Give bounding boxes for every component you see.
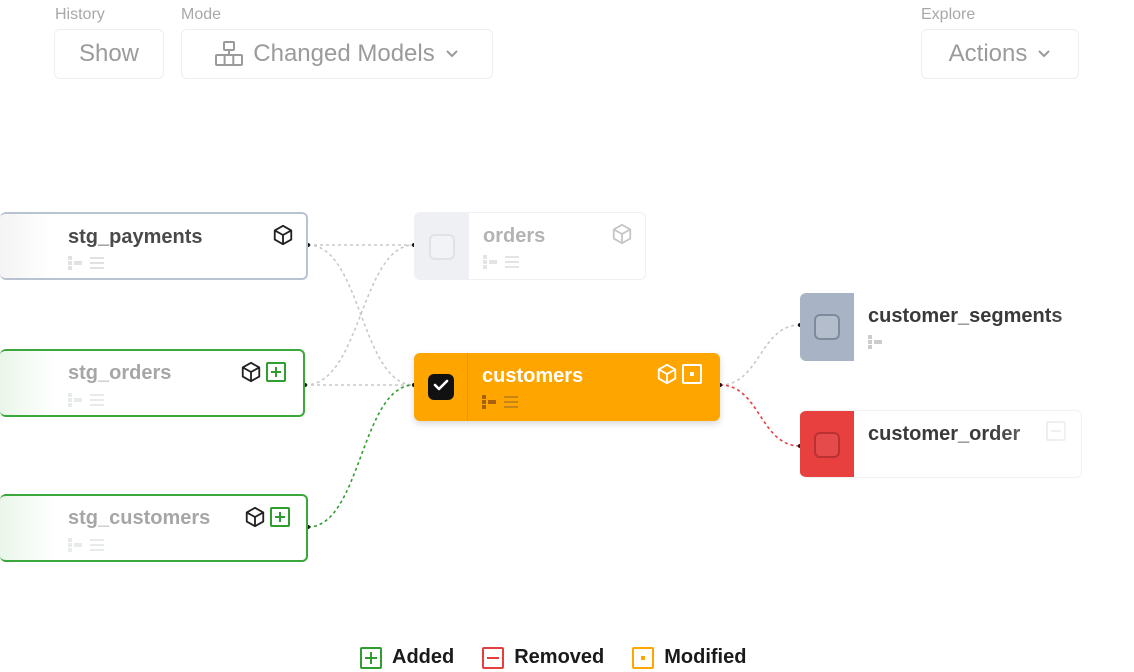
lineage-icon[interactable]: [68, 393, 82, 412]
edge-customers-customer-order: [719, 384, 801, 447]
history-show-button[interactable]: Show: [54, 29, 164, 79]
modified-icon: [682, 364, 702, 389]
node-stg-payments[interactable]: stg_payments: [0, 212, 308, 280]
cube-icon: [611, 223, 633, 250]
edge-stg-orders-orders: [304, 244, 415, 386]
modified-icon: [632, 646, 655, 669]
checkmark-icon: [433, 378, 449, 397]
columns-icon[interactable]: [90, 538, 104, 557]
lineage-icon[interactable]: [68, 256, 82, 275]
legend-removed-label: Removed: [514, 646, 605, 668]
mode-dropdown-label: Changed Models: [253, 40, 435, 67]
edge-customers-segments: [719, 324, 801, 386]
legend-removed: Removed: [482, 646, 604, 669]
node-side-panel: [414, 353, 468, 421]
cube-icon: [240, 361, 262, 388]
node-customer-order[interactable]: customer_order: [800, 410, 1082, 478]
node-stg-orders[interactable]: stg_orders: [0, 349, 305, 417]
columns-icon[interactable]: [504, 395, 518, 414]
lineage-icon[interactable]: [483, 255, 497, 274]
removed-icon: [482, 646, 505, 669]
explore-actions-label: Actions: [948, 40, 1028, 67]
legend-added-label: Added: [392, 646, 455, 668]
mode-label: Mode: [181, 6, 222, 23]
change-legend: Added Removed Modified: [360, 646, 746, 669]
node-orders[interactable]: orders: [414, 212, 646, 280]
node-customers[interactable]: customers: [414, 353, 720, 421]
mode-dropdown-button[interactable]: Changed Models: [181, 29, 493, 79]
node-select-checkbox[interactable]: [429, 234, 455, 260]
history-label: History: [55, 6, 105, 23]
cube-icon: [272, 224, 294, 251]
legend-modified: Modified: [632, 646, 746, 669]
node-select-checkbox[interactable]: [428, 374, 454, 400]
added-icon: [270, 507, 290, 532]
explore-actions-button[interactable]: Actions: [921, 29, 1079, 79]
added-icon: [360, 646, 382, 669]
cube-icon: [244, 506, 266, 533]
legend-added: Added: [360, 646, 454, 669]
added-icon: [266, 362, 286, 387]
node-title: customer_segments: [868, 305, 1063, 327]
columns-icon[interactable]: [505, 255, 519, 274]
node-title: stg_orders: [68, 362, 172, 384]
cube-icon: [656, 363, 678, 390]
columns-icon[interactable]: [90, 393, 104, 412]
edge-stg-payments-customers: [307, 244, 415, 386]
explore-label: Explore: [921, 6, 976, 23]
legend-modified-label: Modified: [664, 646, 747, 668]
node-customer-segments[interactable]: customer_segments: [800, 293, 1134, 361]
node-select-checkbox[interactable]: [814, 432, 840, 458]
columns-icon[interactable]: [90, 256, 104, 275]
chevron-down-icon: [1037, 49, 1051, 59]
node-title: customers: [482, 365, 584, 387]
expand-icon: [215, 41, 244, 67]
history-show-label: Show: [78, 40, 140, 67]
lineage-icon[interactable]: [68, 538, 82, 557]
lineage-icon[interactable]: [868, 335, 882, 354]
node-title: orders: [483, 225, 546, 247]
lineage-icon[interactable]: [482, 395, 496, 414]
node-title: customer_order: [868, 423, 1021, 445]
chevron-down-icon: [445, 49, 459, 59]
node-title: stg_customers: [68, 507, 211, 529]
node-title: stg_payments: [68, 226, 203, 248]
edge-stg-customers-customers: [307, 384, 415, 528]
node-select-checkbox[interactable]: [814, 314, 840, 340]
node-stg-customers[interactable]: stg_customers: [0, 494, 308, 562]
